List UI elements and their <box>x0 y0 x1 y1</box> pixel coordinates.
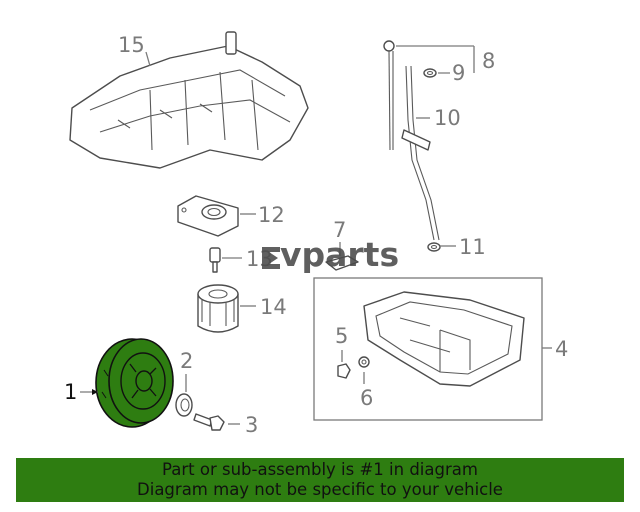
part-3-bolt <box>193 413 225 431</box>
callout-5: 5 <box>335 324 348 348</box>
callout-8: 8 <box>482 49 495 73</box>
banner-line-2: Diagram may not be specific to your vehi… <box>137 480 503 499</box>
ev-logo-icon <box>262 247 280 269</box>
part-8-dipstick <box>383 40 395 151</box>
part-9-o-ring <box>423 68 437 78</box>
leader-lines <box>80 45 552 425</box>
callout-12: 12 <box>258 203 285 227</box>
callout-3: 3 <box>245 413 258 437</box>
part-14-oil-filter <box>197 284 239 333</box>
part-12-oil-cooler <box>177 195 239 237</box>
part-15-intake-manifold <box>69 31 309 169</box>
part-7-bracket <box>325 255 359 271</box>
brand-logo: vparts <box>262 235 399 274</box>
part-11-ring <box>427 242 441 252</box>
callout-6: 6 <box>360 386 373 410</box>
callout-2: 2 <box>180 349 193 373</box>
part-4-oil-pan <box>313 277 543 421</box>
part-5-drain-bolt <box>337 363 351 379</box>
callout-14: 14 <box>260 295 287 319</box>
part-6-washer <box>358 356 370 368</box>
callout-15: 15 <box>118 33 145 57</box>
callout-4: 4 <box>555 337 568 361</box>
part-10-dipstick-tube <box>401 65 440 241</box>
part-13-sensor <box>209 247 221 273</box>
callout-10: 10 <box>434 106 461 130</box>
part-2-seal <box>175 393 193 417</box>
logo-text: vparts <box>280 235 399 274</box>
banner-line-1: Part or sub-assembly is #1 in diagram <box>162 460 478 479</box>
callout-1: 1 <box>64 380 77 404</box>
part-1-crankshaft-pulley <box>95 338 174 428</box>
callout-9: 9 <box>452 61 465 85</box>
callout-labels: 1 2 3 4 5 6 7 8 9 10 11 12 13 14 15 <box>64 33 568 437</box>
callout-11: 11 <box>459 235 486 259</box>
notice-banner: Part or sub-assembly is #1 in diagram Di… <box>16 458 624 502</box>
callout-7: 7 <box>333 218 346 242</box>
